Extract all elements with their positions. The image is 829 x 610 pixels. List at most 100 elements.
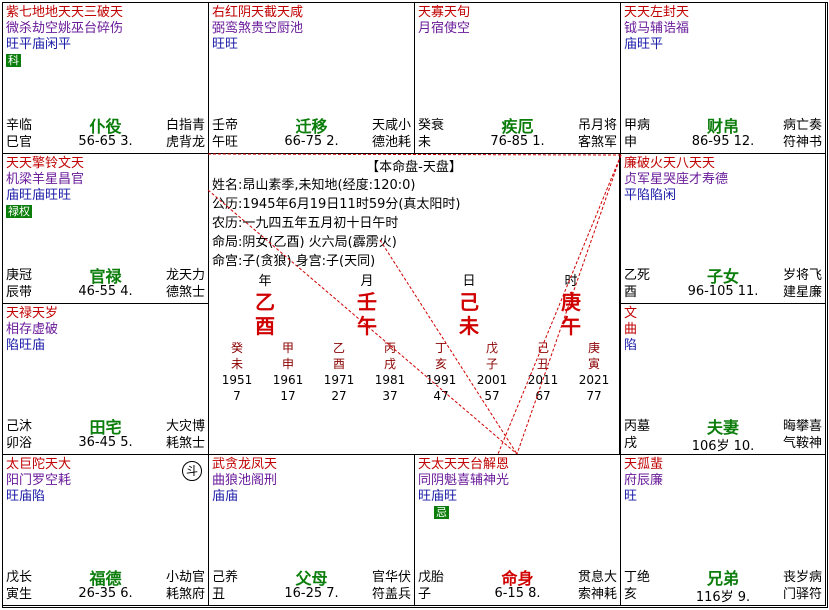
- palace-yin[interactable]: 太巨陀天大 阳门罗空耗 旺庙陷 斗 戊长寅生 福德 26-35 6. 小劫官耗煞…: [2, 454, 209, 606]
- stem-state: 丁绝: [624, 570, 651, 585]
- stem-state: 乙死: [624, 268, 651, 283]
- age-range: 106岁 10.: [691, 439, 755, 454]
- pillar-year: 年 乙 酉: [235, 274, 295, 338]
- minor-stars-row: 月宿使空: [418, 21, 471, 36]
- brightness-row: 旺平庙闲平: [6, 37, 72, 52]
- age-range: 76-85 1.: [490, 134, 545, 149]
- dayun-column: 己 丑 2011 67: [518, 340, 568, 404]
- brightness-row: 旺: [624, 489, 638, 504]
- stem-state: 癸衰: [418, 118, 445, 133]
- sihua-badge: 忌: [434, 506, 449, 519]
- stem-state: 戊胎: [418, 570, 445, 585]
- palace-xu[interactable]: 文 曲 陷 丙墓戌 夫妻 106岁 10. 晦攀喜气鞍神: [620, 303, 826, 455]
- age-range: 66-75 2.: [284, 134, 339, 149]
- palace-wu[interactable]: 右红阴天截天咸 弼鸾煞贵空厨池 旺旺 壬帝午旺 迁移 66-75 2. 天咸小德…: [208, 2, 415, 154]
- stem-state: 庚冠: [6, 268, 33, 283]
- dayun-branch: 申: [281, 357, 294, 371]
- palace-wei[interactable]: 天寡天旬 月宿使空 癸衰未 疾厄 76-85 1. 吊月将客煞军: [414, 2, 621, 154]
- dayun-year: 1991: [425, 373, 457, 387]
- gods-bottom: 气鞍神: [782, 436, 822, 451]
- info-pattern-line: 命局:阴女(乙酉) 火六局(霹雳火): [212, 235, 397, 250]
- dayun-column: 丁 亥 1991 47: [416, 340, 466, 404]
- branch-state: 酉: [624, 285, 638, 300]
- minor-stars-row: 阳门罗空耗: [6, 473, 72, 488]
- gods-bottom: 德煞士: [165, 285, 205, 300]
- dayun-stem: 己: [536, 341, 549, 355]
- stem-state: 辛临: [6, 118, 33, 133]
- dayun-branch: 寅: [587, 357, 600, 371]
- age-range: 6-15 8.: [494, 586, 541, 601]
- pillar-month: 月 壬 午: [337, 274, 397, 338]
- dayun-stem: 戊: [485, 341, 498, 355]
- gods-bottom: 符盖兵: [371, 587, 411, 602]
- minor-stars-row: 同阴魁喜辅神光: [418, 473, 510, 488]
- palace-mao[interactable]: 天禄天岁 相存虚破 陷旺庙 己沐卯浴 田宅 36-45 5. 大灾博耗煞士: [2, 303, 209, 455]
- palace-si[interactable]: 紫七地地天天三破天 微杀劫空姚巫台碎伤 旺平庙闲平 科 辛临巳官 仆役 56-6…: [2, 2, 209, 154]
- gods-bottom: 客煞军: [577, 135, 617, 150]
- dayun-stem: 癸: [230, 341, 243, 355]
- info-name-line: 姓名:昂山素季,未知地(经度:120:0): [212, 178, 416, 193]
- palace-chen[interactable]: 天天擎铃文天 机梁羊星昌官 庙旺庙旺旺 禄权 庚冠辰带 官禄 46-55 4. …: [2, 153, 209, 304]
- pillar-stem: 庚: [561, 290, 581, 314]
- main-stars-row: 天天左封天: [624, 5, 690, 20]
- gods-top: 晦攀喜: [782, 419, 822, 434]
- minor-stars-row: 曲: [624, 322, 638, 337]
- pillar-label: 日: [462, 274, 476, 289]
- palace-hai[interactable]: 天孤蜚 府辰廉 旺 丁绝亥 兄弟 116岁 9. 丧岁病门驿符: [620, 454, 826, 606]
- dayun-age: 17: [280, 389, 296, 403]
- dayun-year: 2021: [578, 373, 610, 387]
- dayun-year: 2001: [476, 373, 508, 387]
- main-stars-row: 紫七地地天天三破天: [6, 5, 124, 20]
- minor-stars-row: 微杀劫空姚巫台碎伤: [6, 21, 124, 36]
- dayun-column: 戊 子 2001 57: [467, 340, 517, 404]
- stem-state: 戊长: [6, 570, 33, 585]
- info-solar-line: 公历:1945年6月19日11时59分(真太阳时): [212, 197, 461, 212]
- minor-stars-row: 相存虚破: [6, 322, 59, 337]
- gods-top: 龙天力: [165, 268, 205, 283]
- stem-state: 壬帝: [212, 118, 239, 133]
- gods-bottom: 德池耗: [371, 135, 411, 150]
- branch-state: 未: [418, 135, 432, 150]
- gods-top: 丧岁病: [782, 570, 822, 585]
- palace-zi[interactable]: 天太天天台解恩 同阴魁喜辅神光 旺庙旺 忌 戊胎子 命身 6-15 8. 贯息大…: [414, 454, 621, 606]
- gods-bottom: 耗煞府: [165, 587, 205, 602]
- gods-top: 病亡奏: [782, 118, 822, 133]
- age-range: 16-25 7.: [284, 586, 339, 601]
- dayun-stem: 乙: [332, 341, 345, 355]
- dayun-age: 47: [433, 389, 449, 403]
- gods-bottom: 建星廉: [782, 285, 822, 300]
- gods-bottom: 耗煞士: [165, 436, 205, 451]
- dayun-age: 57: [484, 389, 500, 403]
- brightness-row: 庙旺平: [624, 37, 664, 52]
- dayun-branch: 丑: [536, 357, 549, 371]
- brightness-row: 旺庙陷: [6, 489, 46, 504]
- palace-name: 夫妻: [706, 418, 739, 437]
- gods-bottom: 虎背龙: [165, 135, 205, 150]
- dayun-age: 67: [535, 389, 551, 403]
- info-lunar-line: 农历:一九四五年五月初十日午时: [212, 216, 399, 231]
- dayun-column: 丙 戌 1981 37: [365, 340, 415, 404]
- main-stars-row: 文: [624, 306, 638, 321]
- dayun-branch: 戌: [383, 357, 396, 371]
- gods-top: 小劫官: [165, 570, 205, 585]
- dayun-column: 乙 酉 1971 27: [314, 340, 364, 404]
- palace-shen[interactable]: 天天左封天 钺马辅诰福 庙旺平 甲病申 财帛 86-95 12. 病亡奏符神书: [620, 2, 826, 154]
- palace-chou[interactable]: 武贪龙凤天 曲狼池阁刑 庙庙 己养丑 父母 16-25 7. 官华伏符盖兵: [208, 454, 415, 606]
- branch-state: 亥: [624, 587, 638, 602]
- dayun-column: 庚 寅 2021 77: [569, 340, 619, 404]
- pillar-hour: 时 庚 午: [541, 274, 601, 338]
- sihua-badge: 禄权: [6, 205, 32, 218]
- main-stars-row: 廉破火天八天天: [624, 156, 716, 171]
- age-range: 56-65 3.: [78, 134, 133, 149]
- dayun-age: 7: [233, 389, 241, 403]
- dayun-year: 1961: [272, 373, 304, 387]
- sihua-badge: 科: [6, 54, 21, 67]
- gods-bottom: 门驿符: [782, 587, 822, 602]
- age-range: 26-35 6.: [78, 586, 133, 601]
- gods-bottom: 索神耗: [577, 587, 617, 602]
- pillar-branch: 午: [561, 314, 581, 338]
- palace-you[interactable]: 廉破火天八天天 贞军星哭座才寿德 平陷陷闲 乙死酉 子女 96-105 11. …: [620, 153, 826, 304]
- main-stars-row: 天天擎铃文天: [6, 156, 85, 171]
- dayun-branch: 未: [230, 357, 243, 371]
- age-range: 96-105 11.: [687, 284, 759, 299]
